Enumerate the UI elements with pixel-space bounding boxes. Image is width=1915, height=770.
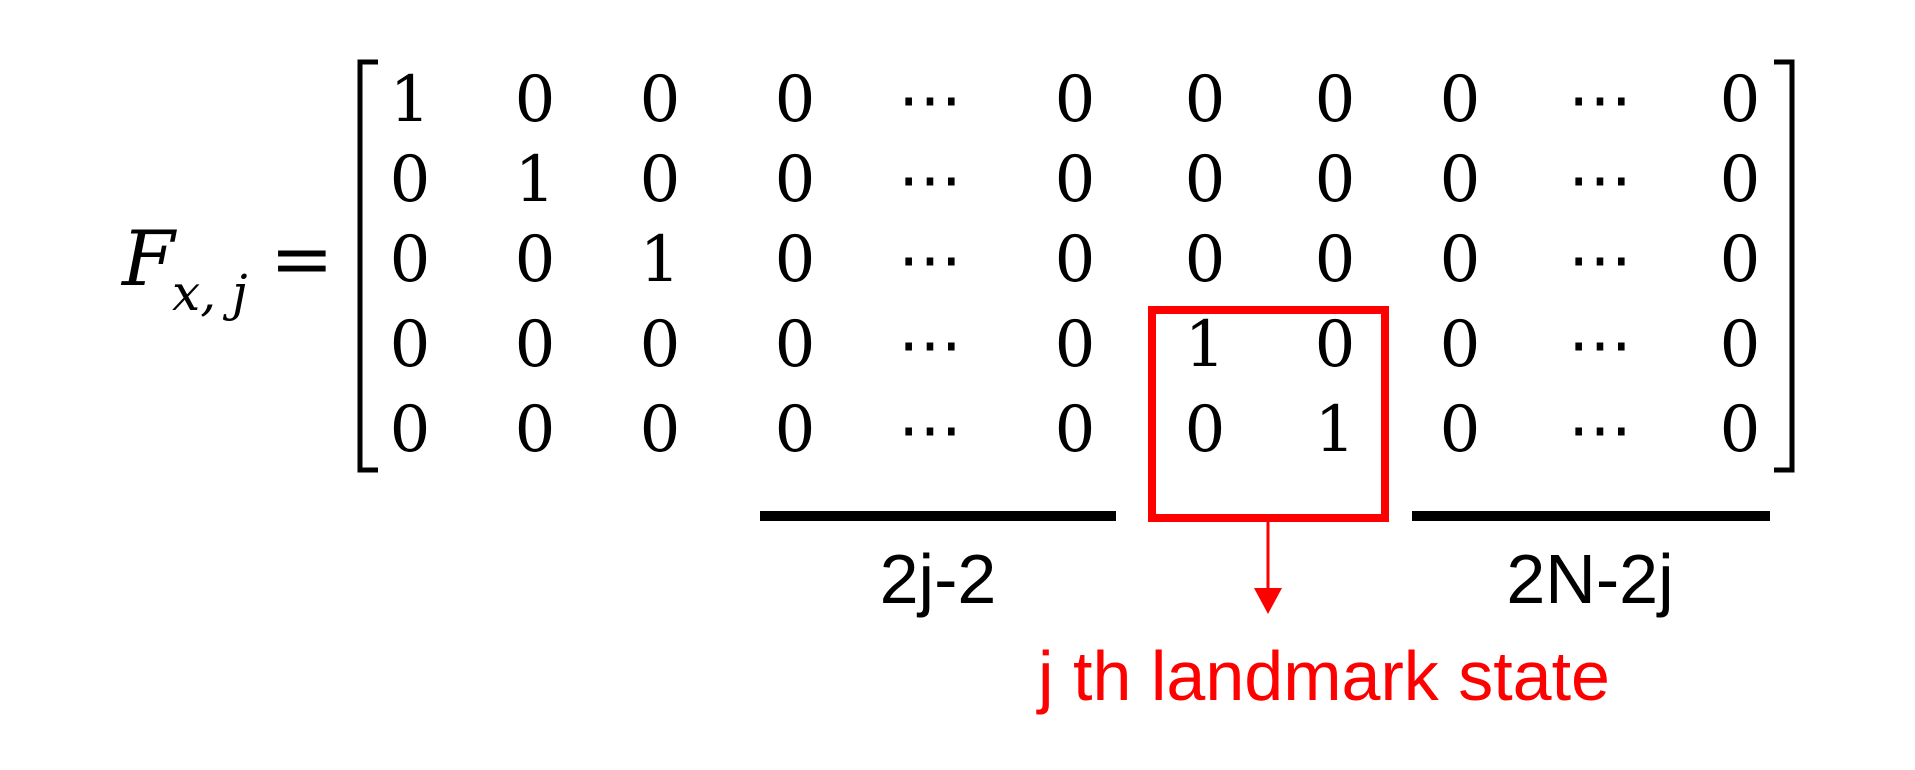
matrix-cell: 0 xyxy=(1185,63,1226,137)
matrix-cell: 1 xyxy=(515,143,556,217)
left-bracket xyxy=(357,59,378,473)
matrix-cell: 0 xyxy=(1440,63,1481,137)
equals-sign: = xyxy=(270,214,334,303)
matrix-cell: 0 xyxy=(515,223,556,297)
matrix-cell: 0 xyxy=(390,143,431,217)
right-bracket xyxy=(1774,59,1795,473)
matrix-cell: 0 xyxy=(1185,223,1226,297)
matrix-cell: 0 xyxy=(515,308,556,382)
matrix-cell: 0 xyxy=(1315,308,1356,382)
matrix-cell: 0 xyxy=(1055,143,1096,217)
matrix-cell: 0 xyxy=(640,308,681,382)
matrix-cell: ⋯ xyxy=(1568,393,1632,467)
matrix-cell: 0 xyxy=(1440,393,1481,467)
matrix-cell: 0 xyxy=(1055,223,1096,297)
matrix-cell: ⋯ xyxy=(1568,63,1632,137)
matrix-cell: 0 xyxy=(1185,393,1226,467)
matrix-cell: 0 xyxy=(1055,308,1096,382)
matrix-cell: ⋯ xyxy=(1568,223,1632,297)
matrix-cell: 0 xyxy=(1440,223,1481,297)
matrix-cell: 0 xyxy=(390,308,431,382)
matrix-cell: 0 xyxy=(1720,308,1761,382)
matrix-cell: 0 xyxy=(390,223,431,297)
matrix-cell: 0 xyxy=(1720,223,1761,297)
matrix-cell: 0 xyxy=(390,393,431,467)
matrix-cell: ⋯ xyxy=(898,143,962,217)
matrix-cell: 0 xyxy=(515,63,556,137)
matrix-cell: 0 xyxy=(640,63,681,137)
matrix-cell: 1 xyxy=(1185,308,1226,382)
matrix-cell: 1 xyxy=(390,63,431,137)
matrix-cell: 0 xyxy=(775,393,816,467)
matrix-cell: 1 xyxy=(1315,393,1356,467)
matrix-cell: 1 xyxy=(640,223,681,297)
matrix-cell: 0 xyxy=(775,63,816,137)
matrix-cell: ⋯ xyxy=(898,393,962,467)
left-group-label: 2j-2 xyxy=(880,540,997,618)
matrix-cell: 0 xyxy=(1185,143,1226,217)
right-group-label: 2N-2j xyxy=(1506,540,1673,618)
matrix-cell: 0 xyxy=(1315,223,1356,297)
matrix-cell: 0 xyxy=(640,143,681,217)
matrix-cell: 0 xyxy=(1720,63,1761,137)
matrix-cell: 0 xyxy=(1055,393,1096,467)
matrix-cell: ⋯ xyxy=(898,308,962,382)
matrix-cell: 0 xyxy=(640,393,681,467)
matrix-cell: 0 xyxy=(775,308,816,382)
matrix-cell: ⋯ xyxy=(1568,308,1632,382)
matrix-brackets xyxy=(357,59,1795,473)
landmark-arrow xyxy=(1254,518,1282,614)
matrix-cell: 0 xyxy=(1720,393,1761,467)
matrix-cell: 0 xyxy=(515,393,556,467)
matrix-cell: 0 xyxy=(1315,143,1356,217)
equation-lhs: F x, j = xyxy=(120,214,334,322)
matrix-cell: ⋯ xyxy=(898,63,962,137)
matrix-cell: 0 xyxy=(1055,63,1096,137)
matrix-cell: 0 xyxy=(775,223,816,297)
matrix-cell: ⋯ xyxy=(1568,143,1632,217)
matrix-cell: 0 xyxy=(775,143,816,217)
matrix-cell: ⋯ xyxy=(898,223,962,297)
matrix-cell: 0 xyxy=(1315,63,1356,137)
matrix-cell: 0 xyxy=(1440,143,1481,217)
matrix-cell: 0 xyxy=(1720,143,1761,217)
lhs-subscript: x, j xyxy=(172,264,248,322)
landmark-annotation: j th landmark state xyxy=(1036,637,1610,715)
matrix-cell: 0 xyxy=(1440,308,1481,382)
lhs-symbol: F xyxy=(120,214,177,303)
